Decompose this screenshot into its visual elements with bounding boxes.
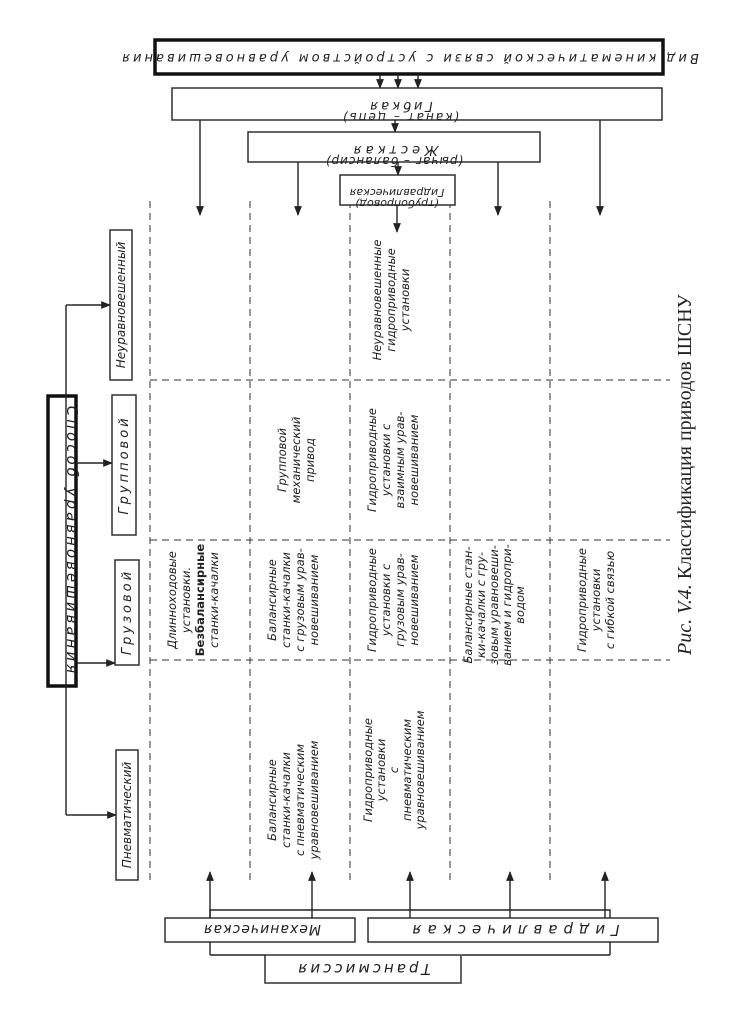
transmission-title-rect-visible [264,954,462,984]
balancing-group: Способ уравновешивания Пневматический Гр… [46,229,140,881]
cell-r2c1: Балансирные станки-качалки с пневматичес… [265,740,321,860]
cell-r3c2-line-3: грузовым урав- [393,553,407,647]
balancing-type-group: Групповой [117,415,132,514]
cell-r4c2-line-4: ванием и гидропри- [500,544,514,666]
balancing-type-box-unbalanced [109,229,133,381]
cell-r3c4-line-1: Неуравновешенные [370,240,384,361]
cell-r4c2-line-1: Балансирные стан- [461,546,475,663]
transmission-type-box-hydraulic [367,917,659,943]
balancing-type-box-group [111,394,137,536]
cell-r2c1-line-3: с пневматическим [293,744,307,856]
balancing-type-pneumatic: Пневматический [120,762,134,869]
linkage-group: Вид кинематической связи с устройством у… [119,38,699,233]
cell-r3c2-line-1: Гидроприводные [365,548,379,652]
linkage-type-flexible: Гибкая [367,98,432,113]
cell-r4c2: Балансирные стан- ки-качалки с гру- зовы… [461,544,527,666]
cell-r4c2-line-5: водом [513,586,527,624]
balancing-title: Способ уравновешивания [63,406,81,676]
cell-r5c2-line-1: Гидроприводные [575,548,589,652]
linkage-type-rigid-detail: (рычаг – балансир) [325,154,463,168]
cell-r2c1-line-1: Балансирные [265,759,279,841]
cell-r3c1-line-1: Гидроприводные [361,718,375,822]
cell-r3c1-line-5: уравновешиванием [413,710,427,830]
cell-r4c2-line-3: зовым уравновеши- [487,545,501,665]
linkage-title: Вид кинематической связи с устройством у… [119,50,698,65]
cells-group: Длинноходовые установки. Безбалансирные … [165,240,617,861]
cell-r3c2: Гидроприводные установки с грузовым урав… [365,548,421,652]
cell-r3c4: Неуравновешенные гидроприводные установк… [370,240,412,361]
cell-r3c2-line-4: новешиванием [407,554,421,645]
linkage-type-hydraulic: Гидравлическая [349,186,444,199]
linkage-type-flexible-detail: (канат – цепь) [341,110,459,124]
transmission-type-mechanical: Механическая [203,921,321,937]
cell-r2c3-line-1: Групповой [275,428,289,492]
cell-r2c2-line-1: Балансирные [265,559,279,641]
linkage-type-box-flexible [171,87,663,121]
transmission-title: Трансмиссия [295,960,430,978]
balancing-type-unbalanced: Неуравновешенный [114,242,128,369]
cell-r2c1-line-2: станки-качалки [279,752,293,848]
linkage-type-rigid: Жесткая [350,142,439,157]
cell-r3c3: Гидроприводные установки с взаимным урав… [365,408,421,512]
cell-r1c2-line-3: Безбалансирные [193,544,207,657]
cell-r3c1-line-3: с [387,766,401,773]
cell-r2c2-line-4: новешиванием [307,554,321,645]
cell-r3c2-line-2: установки с [379,563,393,637]
cell-r1c2-line-2: установки. [179,567,193,634]
cell-r5c2-line-2: установки [589,568,603,632]
cell-r2c3: Групповой механический привод [275,416,317,503]
cell-r5c2: Гидроприводные установки с гибкой связью [575,548,617,652]
grid-dashed-lines [149,200,670,880]
transmission-type-hydraulic: Гидравлическая [407,921,620,939]
cell-r3c3-line-1: Гидроприводные [365,408,379,512]
balancing-title-box [46,394,78,688]
transmission-type-box-mechanical [164,917,356,943]
cell-r3c4-line-2: гидроприводные [384,248,398,352]
linkage-type-box-rigid [247,131,541,163]
cell-r3c3-line-3: взаимным урав- [393,411,407,508]
cell-r1c2-line-4: станки-качалки [207,552,221,648]
cell-r5c2-line-3: с гибкой связью [603,551,617,650]
cell-r2c2-line-2: станки-качалки [279,552,293,648]
linkage-type-box-hydraulic [339,174,456,206]
balancing-type-box-weight [114,559,140,666]
cell-r2c3-line-3: привод [303,438,317,482]
balancing-type-box-pneumatic [115,749,139,881]
cell-r3c1: Гидроприводные установки с пневматически… [361,710,427,830]
cell-r1c2: Длинноходовые установки. Безбалансирные … [165,544,221,657]
balancing-type-weight: Грузовой [120,569,135,655]
cell-r1c2-line-1: Длинноходовые [165,551,179,650]
cell-r3c3-line-2: установки с [379,423,393,497]
linkage-title-box [153,38,665,76]
cell-r3c1-line-2: установки [374,738,388,802]
cell-r2c2-line-3: с грузовым урав- [293,548,307,652]
cell-r4c2-line-2: ки-качалки с гру- [474,552,488,658]
cell-r3c1-line-4: пневматическим [400,719,414,821]
transmission-group: Трансмиссия Механическая Гидравлическая [164,871,659,984]
linkage-type-hydraulic-detail: (трубопровод) [355,197,439,210]
cell-r2c2: Балансирные станки-качалки с грузовым ур… [265,548,321,652]
cell-r2c3-line-2: механический [289,416,303,503]
cell-r3c4-line-3: установки [398,268,412,332]
cell-r2c1-line-4: уравновешиванием [307,740,321,860]
cell-r3c3-line-4: новешиванием [407,414,421,505]
